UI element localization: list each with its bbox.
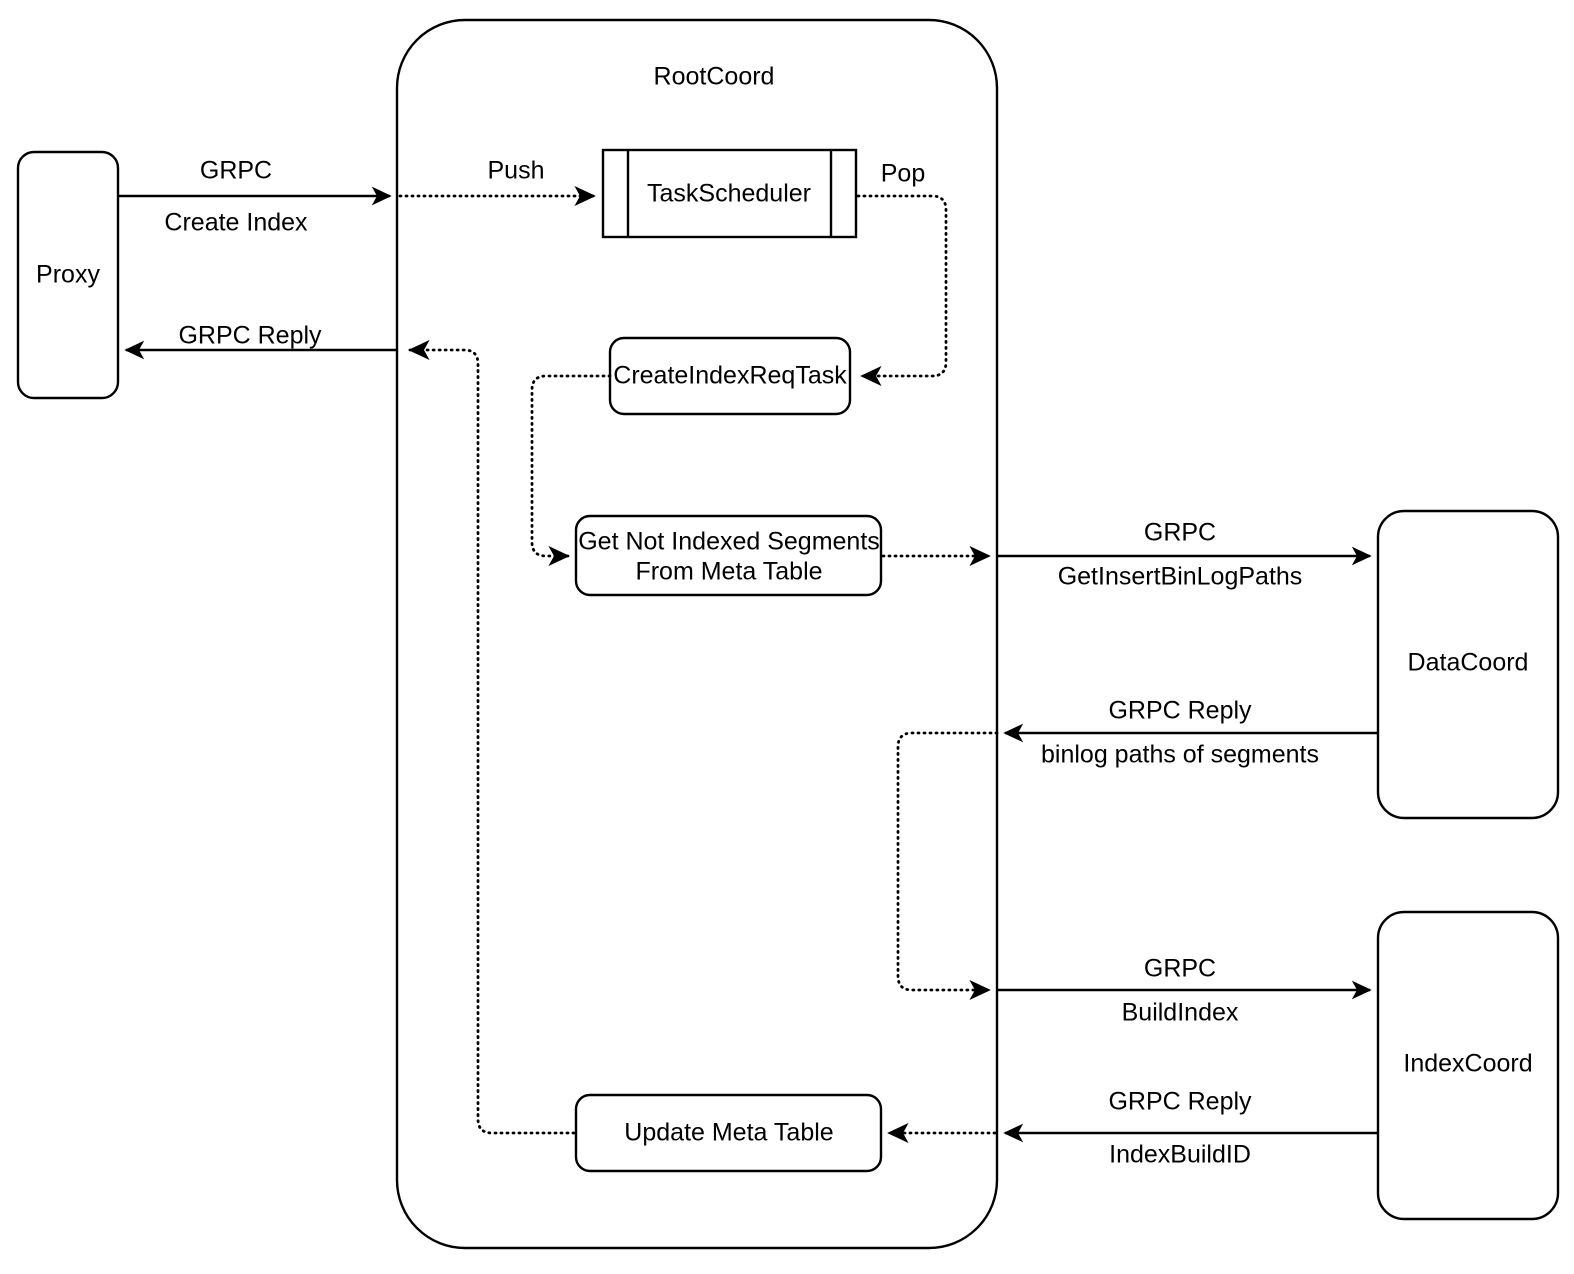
update-meta-table-box[interactable] <box>574 1093 883 1173</box>
task-scheduler-label: TaskScheduler <box>647 180 811 208</box>
edge-datacoord-to-rootcoord-label-line1: GRPC Reply <box>1108 697 1252 725</box>
edge-update-meta-table-to-proxy-reply-line <box>408 339 576 1135</box>
edge-rootcoord-to-datacoord-label-line1: GRPC <box>1144 519 1216 547</box>
create-index-req-task-label: CreateIndexReqTask <box>613 362 847 390</box>
edge-rootcoord-to-datacoord: GRPC GetInsertBinLogPaths <box>997 519 1372 591</box>
node-proxy[interactable]: Proxy <box>16 150 120 400</box>
proxy-box[interactable] <box>16 150 120 400</box>
edge-indexcoord-to-rootcoord-label-line1: GRPC Reply <box>1108 1088 1252 1116</box>
edge-push-label: Push <box>488 157 545 185</box>
edge-binlog-reply-to-buildindex <box>896 731 999 1001</box>
node-indexcoord[interactable]: IndexCoord <box>1376 910 1560 1221</box>
indexcoord-label: IndexCoord <box>1403 1050 1532 1078</box>
edge-rootcoord-to-proxy: GRPC Reply <box>124 322 397 360</box>
node-create-index-req-task[interactable]: CreateIndexReqTask <box>608 336 852 416</box>
task-scheduler-box[interactable] <box>601 148 858 239</box>
edge-datacoord-to-rootcoord-label-line2: binlog paths of segments <box>1041 741 1319 769</box>
get-not-indexed-segments-box[interactable] <box>574 514 883 597</box>
indexcoord-box[interactable] <box>1376 910 1560 1221</box>
edge-rootcoord-to-indexcoord-label-line2: BuildIndex <box>1122 999 1239 1027</box>
edge-rootcoord-to-proxy-label-line1: GRPC Reply <box>178 322 322 350</box>
edge-pop-label: Pop <box>881 160 925 188</box>
edge-pop-line <box>856 194 948 387</box>
container-rootcoord: RootCoord <box>395 18 999 1250</box>
edge-proxy-to-rootcoord-label-line2: Create Index <box>164 209 308 237</box>
edge-create-index-req-task-to-get-not-indexed-segments <box>530 374 612 567</box>
rootcoord-boundary <box>395 18 999 1250</box>
node-task-scheduler[interactable]: TaskScheduler <box>601 148 858 239</box>
node-update-meta-table[interactable]: Update Meta Table <box>574 1093 883 1173</box>
edge-indexcoord-to-rootcoord-label-line2: IndexBuildID <box>1109 1141 1251 1169</box>
edge-datacoord-to-rootcoord: GRPC Reply binlog paths of segments <box>1003 697 1378 769</box>
edge-proxy-to-rootcoord-label-line1: GRPC <box>200 157 272 185</box>
datacoord-box[interactable] <box>1376 509 1560 820</box>
datacoord-label: DataCoord <box>1408 649 1529 677</box>
edge-proxy-to-rootcoord: GRPC Create Index <box>118 157 392 237</box>
get-not-indexed-segments-label-line2: From Meta Table <box>635 558 822 586</box>
edge-rootcoord-to-datacoord-label-line2: GetInsertBinLogPaths <box>1058 563 1303 591</box>
edge-update-meta-table-to-proxy-reply <box>408 339 576 1135</box>
edge-rootcoord-to-indexcoord-label-line1: GRPC <box>1144 955 1216 983</box>
get-not-indexed-segments-label-line1: Get Not Indexed Segments <box>578 528 880 556</box>
edge-rootcoord-to-task-scheduler: Push <box>398 157 596 207</box>
edge-rootcoord-to-indexcoord: GRPC BuildIndex <box>997 955 1372 1027</box>
edge-indexcoord-to-rootcoord: GRPC Reply IndexBuildID <box>1003 1088 1378 1169</box>
node-datacoord[interactable]: DataCoord <box>1376 509 1560 820</box>
edge-task-scheduler-to-create-index-req-task: Pop <box>856 160 948 387</box>
edge-binlog-reply-to-buildindex-line <box>896 731 999 1001</box>
node-get-not-indexed-segments[interactable]: Get Not Indexed Segments From Meta Table <box>574 514 883 597</box>
rootcoord-title: RootCoord <box>654 63 775 91</box>
edge-create-task-to-get-segments-line <box>530 374 612 567</box>
proxy-label: Proxy <box>36 261 100 289</box>
update-meta-table-label: Update Meta Table <box>624 1119 833 1147</box>
